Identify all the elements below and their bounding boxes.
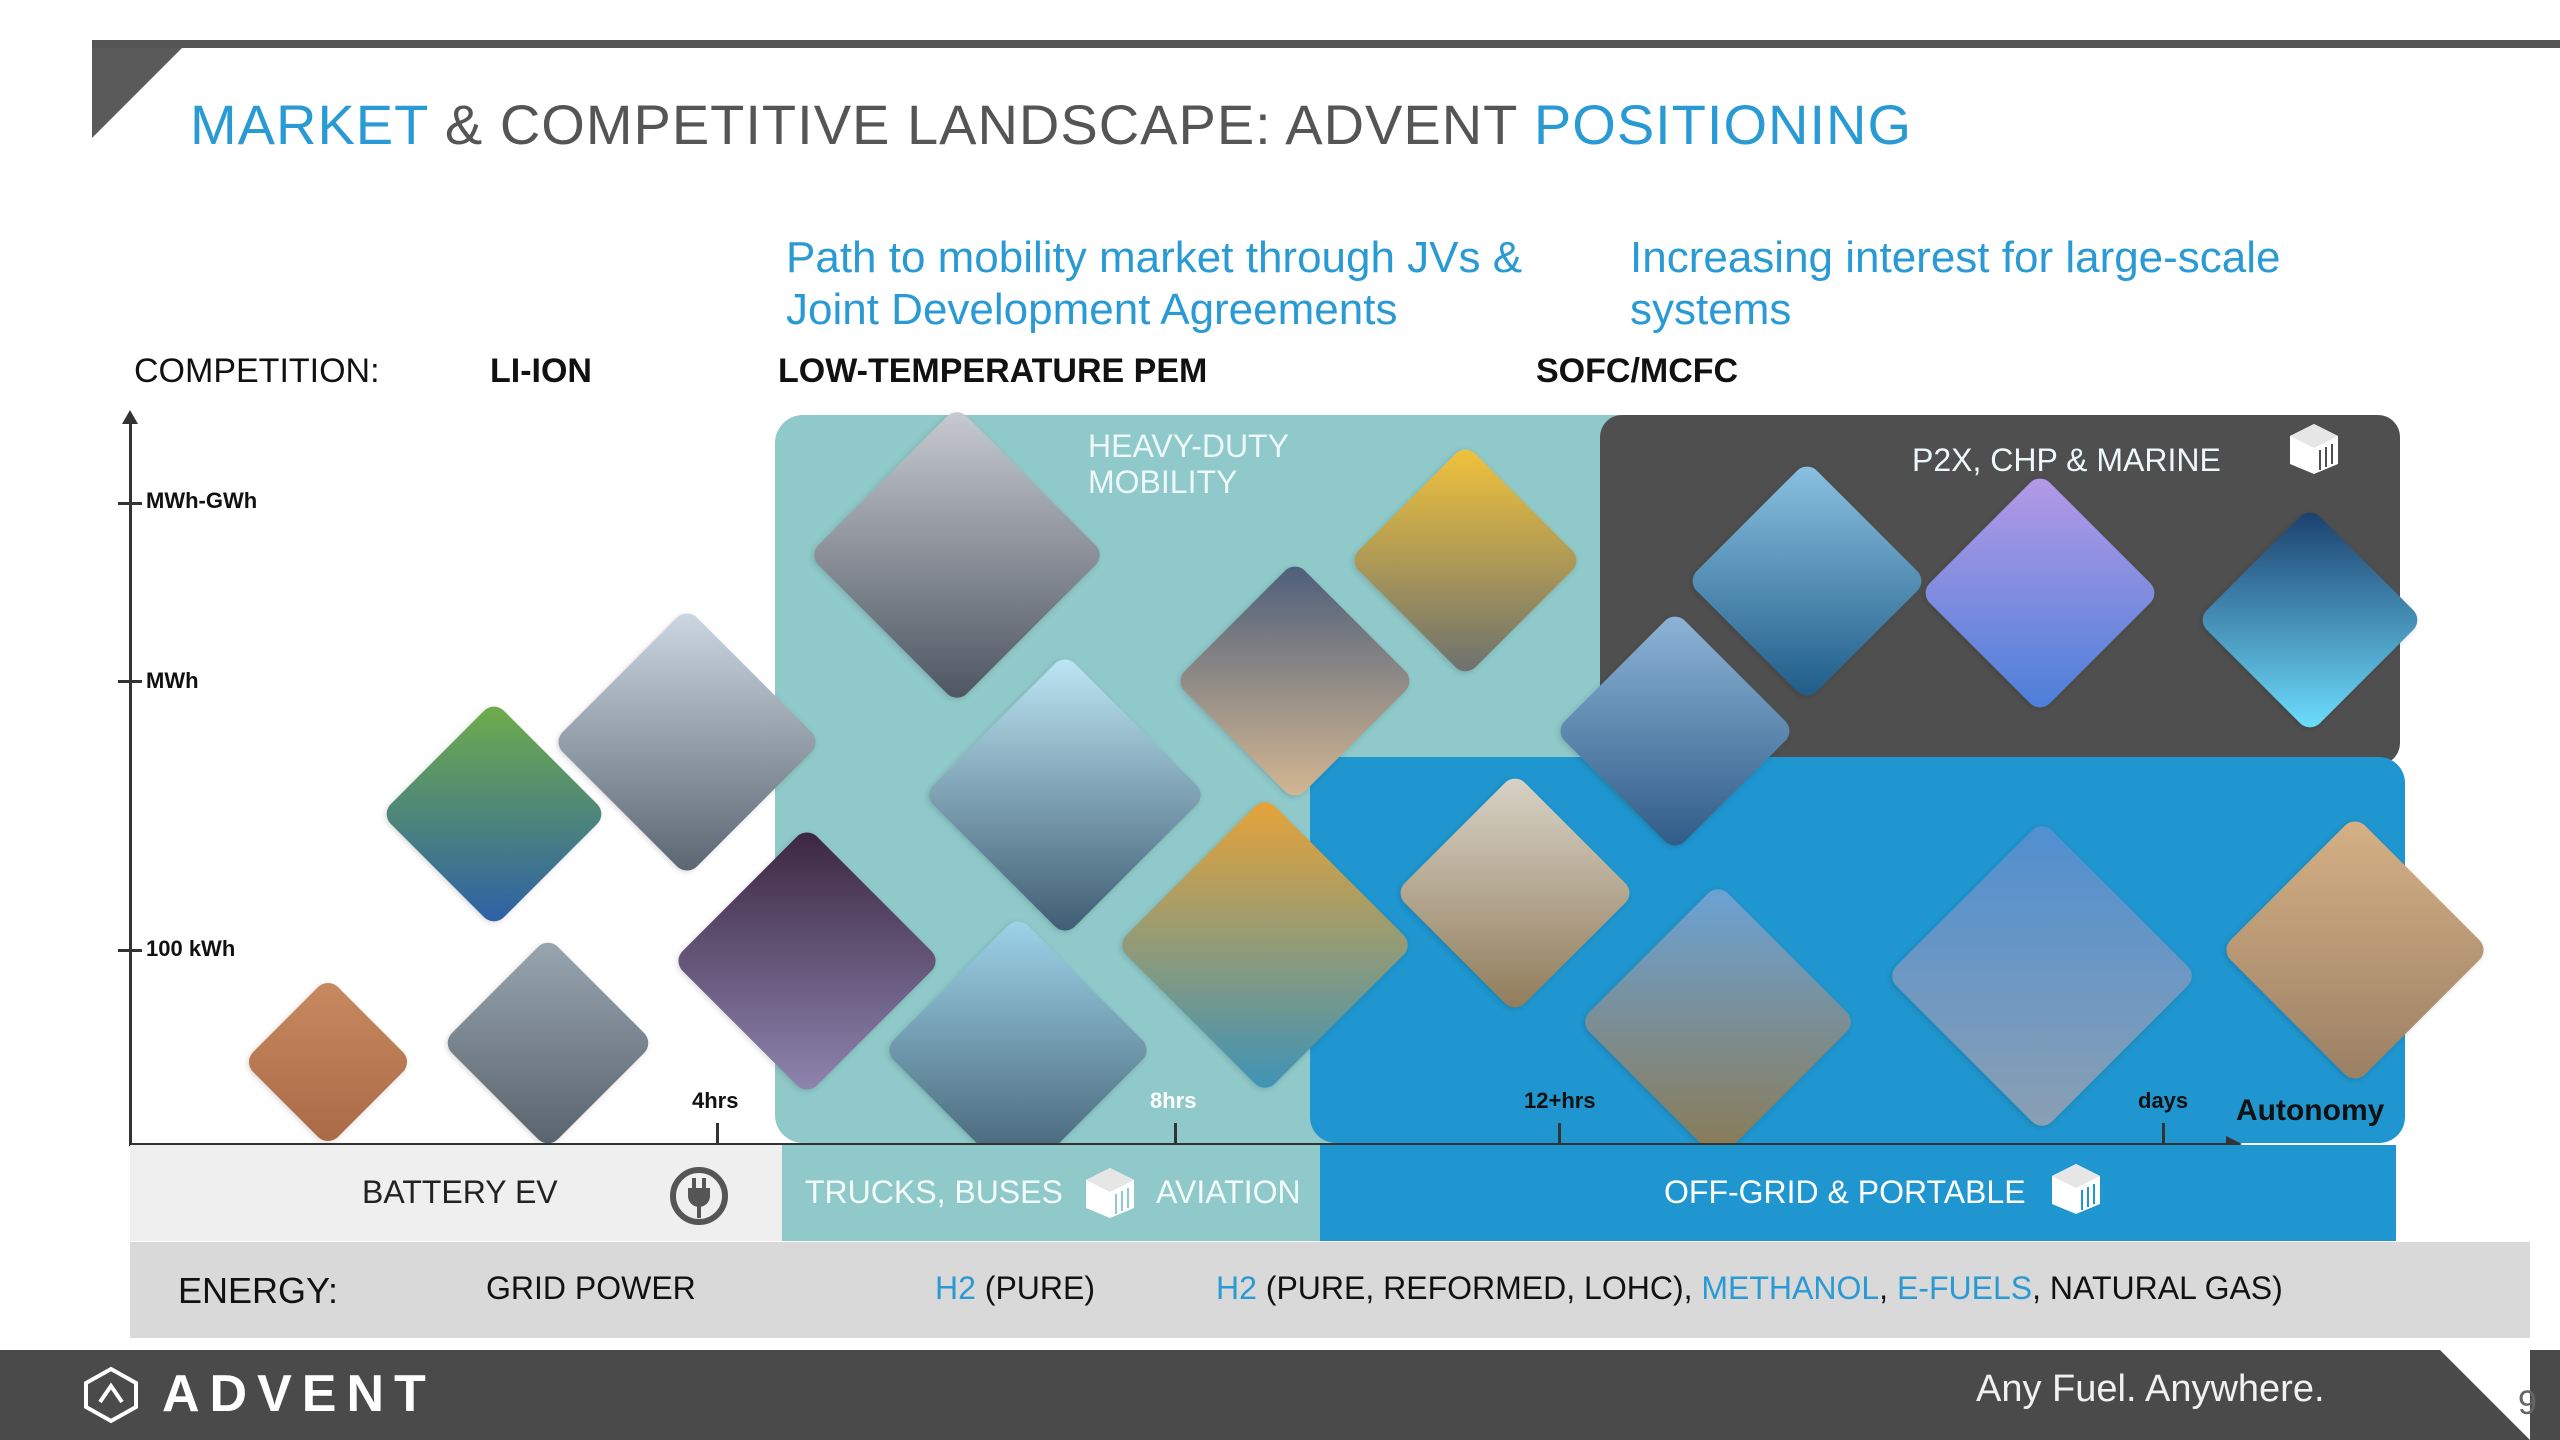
header-rule (92, 40, 2560, 48)
x-axis (129, 1143, 2229, 1146)
mobility-scooter-image (441, 936, 655, 1150)
callout-large-scale-line2: systems (1630, 285, 1792, 334)
competition-label: COMPETITION: (134, 352, 380, 390)
category-battery-ev: BATTERY EV (362, 1174, 558, 1210)
callout-mobility: Path to mobility market through JVs & Jo… (786, 232, 1522, 336)
callout-large-scale-line1: Increasing interest for large-scale (1630, 233, 2281, 282)
x-label-days: days (2138, 1088, 2189, 1113)
y-axis (129, 420, 132, 1145)
page-title: MARKET & COMPETITIVE LANDSCAPE: ADVENT P… (190, 92, 1912, 157)
x-tick-4hrs (716, 1123, 719, 1147)
title-positioning: POSITIONING (1533, 93, 1913, 156)
zone-label-heavy-duty-line1: HEAVY-DUTY (1088, 428, 1289, 464)
energy-h2-pure-h2: H2 (935, 1270, 976, 1306)
footer-tagline: Any Fuel. Anywhere. (1976, 1368, 2325, 1410)
callout-mobility-line2: Joint Development Agreements (786, 285, 1398, 334)
competition-pem: LOW-TEMPERATURE PEM (778, 352, 1208, 390)
category-off-grid: OFF-GRID & PORTABLE (1664, 1174, 2026, 1210)
x-label-4hrs: 4hrs (692, 1088, 739, 1113)
energy-label: ENERGY: (178, 1270, 339, 1311)
advent-logo-icon (84, 1366, 138, 1424)
advent-logo-text: ADVENT (162, 1365, 436, 1423)
callout-mobility-line1: Path to mobility market through JVs & (786, 233, 1523, 282)
fuel-cell-module-icon (1086, 1168, 1134, 1218)
page-number: 9 (2518, 1384, 2537, 1422)
title-market: MARKET (190, 93, 429, 156)
y-tick-100kwh (118, 949, 142, 952)
competition-sofc: SOFC/MCFC (1536, 352, 1739, 390)
x-axis-title: Autonomy (2236, 1094, 2385, 1127)
energy-h2-pure: H2 (PURE) (935, 1270, 1095, 1307)
zone-label-heavy-duty: HEAVY-DUTY MOBILITY (1088, 428, 1289, 500)
energy-h2-mix-text: (PURE, REFORMED, LOHC), (1256, 1270, 1702, 1306)
energy-h2-mix-h2: H2 (1216, 1270, 1257, 1306)
energy-efuels: E-FUELS (1896, 1270, 2033, 1306)
fuel-cell-module-icon (2290, 424, 2338, 474)
energy-separator: , (1879, 1270, 1897, 1306)
energy-methanol: METHANOL (1701, 1270, 1880, 1306)
competition-li-ion: LI-ION (490, 352, 592, 390)
category-trucks-buses: TRUCKS, BUSES (805, 1174, 1063, 1210)
title-middle: & COMPETITIVE LANDSCAPE: ADVENT (428, 93, 1534, 156)
header-corner-accent (92, 48, 182, 138)
fuel-cell-module-icon (2052, 1164, 2100, 1214)
energy-bar (130, 1242, 2530, 1338)
category-aviation: AVIATION (1156, 1174, 1301, 1210)
zone-label-heavy-duty-line2: MOBILITY (1088, 464, 1238, 500)
y-tick-mwh-gwh (118, 502, 142, 505)
y-tick-mwh (118, 680, 142, 683)
footer-bar (0, 1350, 2560, 1440)
x-tick-12hrs (1558, 1123, 1561, 1147)
x-label-12hrs: 12+hrs (1524, 1088, 1596, 1113)
footer-slant (2440, 1350, 2530, 1440)
energy-h2-pure-text: (PURE) (975, 1270, 1096, 1306)
category-strip-off-grid (1320, 1145, 2396, 1241)
y-label-mwh-gwh: MWh-GWh (146, 488, 258, 513)
category-strip-pem (782, 1145, 1320, 1241)
energy-h2-mix: H2 (PURE, REFORMED, LOHC), METHANOL, E-F… (1216, 1270, 2283, 1307)
plug-icon (670, 1167, 728, 1225)
energy-grid-power: GRID POWER (486, 1270, 696, 1306)
zone-label-p2x: P2X, CHP & MARINE (1912, 442, 2221, 478)
x-tick-8hrs (1174, 1123, 1177, 1147)
scooter-image (243, 977, 413, 1147)
y-label-mwh: MWh (146, 668, 199, 693)
x-label-8hrs: 8hrs (1150, 1088, 1197, 1113)
y-axis-arrow (122, 410, 138, 424)
energy-natural-gas: , NATURAL GAS) (2032, 1270, 2283, 1306)
y-label-100kwh: 100 kWh (146, 936, 236, 961)
callout-large-scale: Increasing interest for large-scale syst… (1630, 232, 2281, 336)
x-tick-days (2162, 1123, 2165, 1147)
